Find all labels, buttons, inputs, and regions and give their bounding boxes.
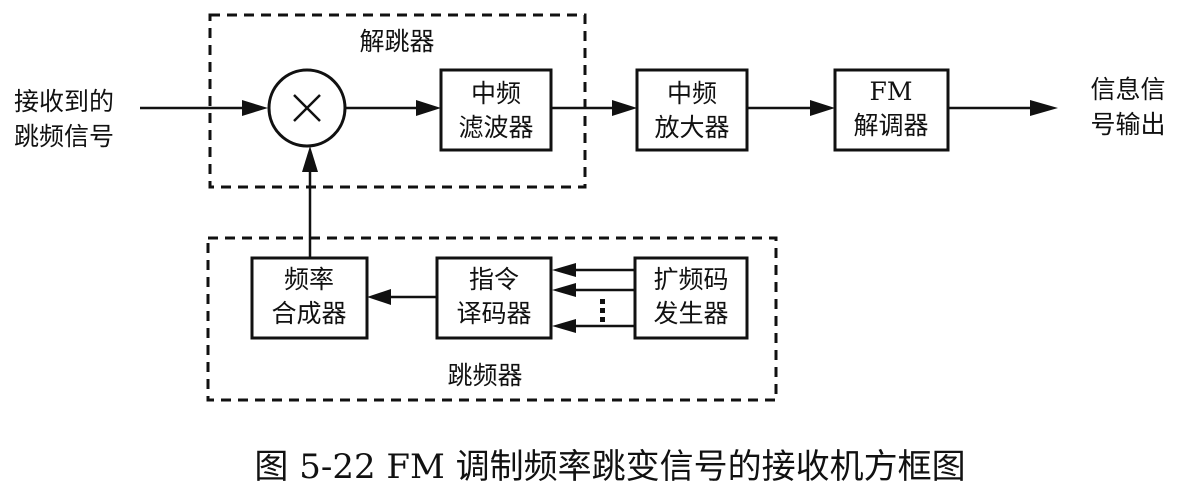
figure-caption: 图 5-22 FM 调制频率跳变信号的接收机方框图	[254, 447, 965, 487]
svg-text:解调器: 解调器	[853, 111, 928, 140]
svg-text:扩频码: 扩频码	[653, 265, 728, 294]
dehopper-label: 解跳器	[359, 27, 434, 56]
svg-text:频率: 频率	[284, 265, 334, 294]
svg-text:译码器: 译码器	[456, 299, 531, 328]
output-arrow	[948, 100, 1058, 116]
svg-text:合成器: 合成器	[271, 299, 346, 328]
svg-text:跳频信号: 跳频信号	[14, 122, 114, 151]
svg-text:号输出: 号输出	[1090, 110, 1165, 139]
command-decoder-block: 指令 译码器	[435, 256, 553, 340]
hopper-group	[206, 236, 778, 402]
mixer	[267, 68, 347, 148]
if-filter-block: 中频 滤波器	[439, 68, 553, 152]
parallel-ellipsis-dots	[600, 299, 605, 322]
synth-to-mixer-arrow	[302, 146, 318, 258]
output-signal-label: 信息信 号输出	[1090, 75, 1165, 139]
svg-text:接收到的: 接收到的	[14, 87, 114, 116]
if-amplifier-block: 中频 放大器	[635, 68, 749, 152]
svg-text:放大器: 放大器	[654, 113, 729, 142]
svg-text:发生器: 发生器	[653, 299, 728, 328]
mixer-to-filter-arrow	[345, 100, 441, 116]
spreading-code-generator-block: 扩频码 发生器	[633, 256, 749, 340]
parallel-code-arrows	[552, 263, 635, 333]
decoder-to-synth-arrow	[367, 289, 437, 305]
hopper-label: 跳频器	[447, 361, 522, 390]
svg-text:信息信: 信息信	[1090, 75, 1165, 104]
input-signal-label: 接收到的 跳频信号	[14, 87, 114, 151]
svg-text:滤波器: 滤波器	[458, 113, 533, 142]
svg-text:中频: 中频	[667, 79, 717, 108]
input-arrow	[140, 100, 268, 116]
frequency-synthesizer-block: 频率 合成器	[250, 256, 369, 340]
svg-text:指令: 指令	[469, 265, 519, 294]
dehopper-group	[208, 13, 587, 189]
amp-to-demod-arrow	[747, 100, 835, 116]
svg-text:FM: FM	[870, 77, 913, 106]
svg-text:中频: 中频	[471, 79, 521, 108]
filter-to-amp-arrow	[551, 100, 637, 116]
fm-demodulator-block: FM 解调器	[833, 68, 950, 152]
